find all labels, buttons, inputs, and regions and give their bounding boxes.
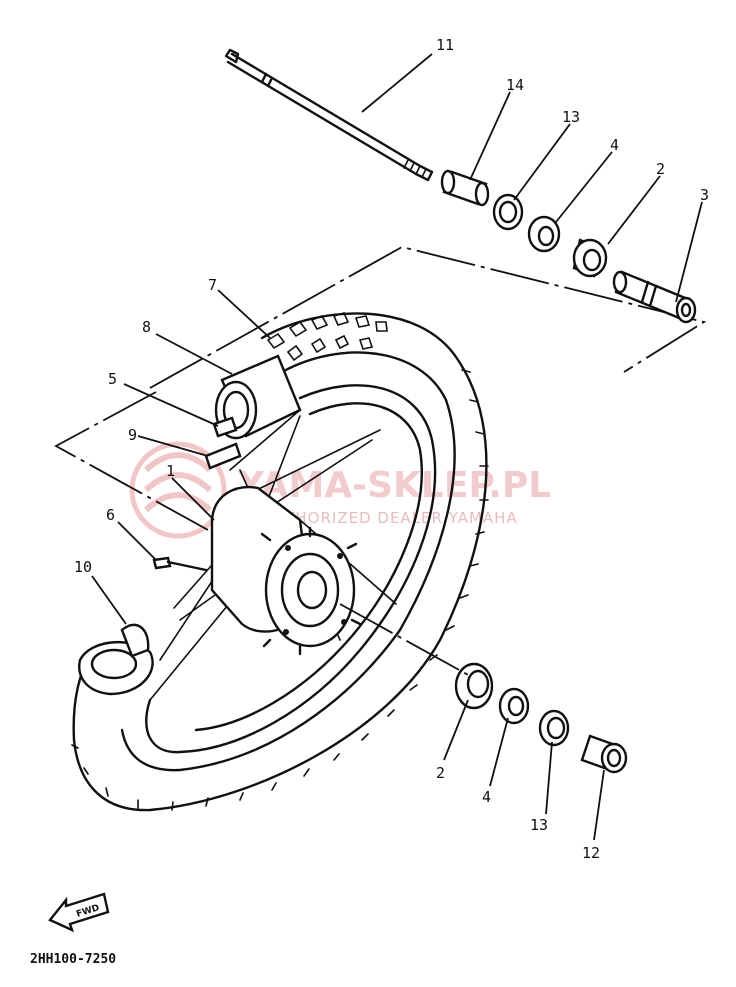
collar-upper (440, 169, 490, 207)
callout-2-upper: 2 (656, 160, 665, 178)
callout-13-upper: 13 (562, 108, 580, 126)
callouts: 11 14 13 4 2 3 7 8 5 9 1 6 10 2 4 13 12 (74, 36, 709, 862)
bearing-lower-2 (454, 662, 494, 710)
callout-1: 1 (166, 462, 175, 480)
callout-4-upper: 4 (610, 136, 619, 154)
watermark: YAMA-SKLEP.PL AUTHORIZED DEALER YAMAHA (129, 441, 551, 539)
tube-protector-10 (78, 623, 154, 696)
watermark-logo-icon (129, 441, 227, 539)
oil-seal-lower (538, 709, 570, 747)
callout-5: 5 (108, 370, 117, 388)
watermark-brand: YAMA-SKLEP.PL (237, 465, 551, 506)
bearing-upper-2 (572, 238, 608, 278)
callout-7: 7 (208, 276, 217, 294)
rim-lock-5 (212, 416, 238, 438)
callout-4-lower: 4 (482, 788, 491, 806)
section-frame-lower (54, 391, 209, 531)
tire (71, 312, 489, 812)
spoke-nipple-6 (152, 556, 208, 572)
forward-arrow-icon: FWD (48, 892, 110, 933)
spacer (612, 270, 697, 324)
axis-line (339, 603, 471, 677)
valve-9 (204, 442, 242, 470)
watermark-tagline: AUTHORIZED DEALER YAMAHA (262, 509, 518, 527)
callout-6: 6 (106, 506, 115, 524)
diagram-code: 2HH100-7250 (30, 952, 116, 967)
rim (145, 384, 437, 754)
callout-14: 14 (506, 76, 524, 94)
callout-3: 3 (700, 186, 709, 204)
collar-lower (580, 734, 628, 774)
callout-8: 8 (142, 318, 151, 336)
callout-9: 9 (128, 426, 137, 444)
axle (224, 48, 434, 182)
callout-12: 12 (582, 844, 600, 862)
callout-11: 11 (436, 36, 454, 54)
section-frame-upper (149, 246, 707, 389)
callout-2-lower: 2 (436, 764, 445, 782)
hub (210, 485, 362, 656)
callout-10: 10 (74, 558, 92, 576)
callout-13-lower: 13 (530, 816, 548, 834)
bearing-upper-4 (527, 215, 561, 253)
leader-lines (91, 53, 703, 841)
oil-seal-upper (492, 193, 524, 231)
bearing-lower-4 (498, 687, 530, 725)
